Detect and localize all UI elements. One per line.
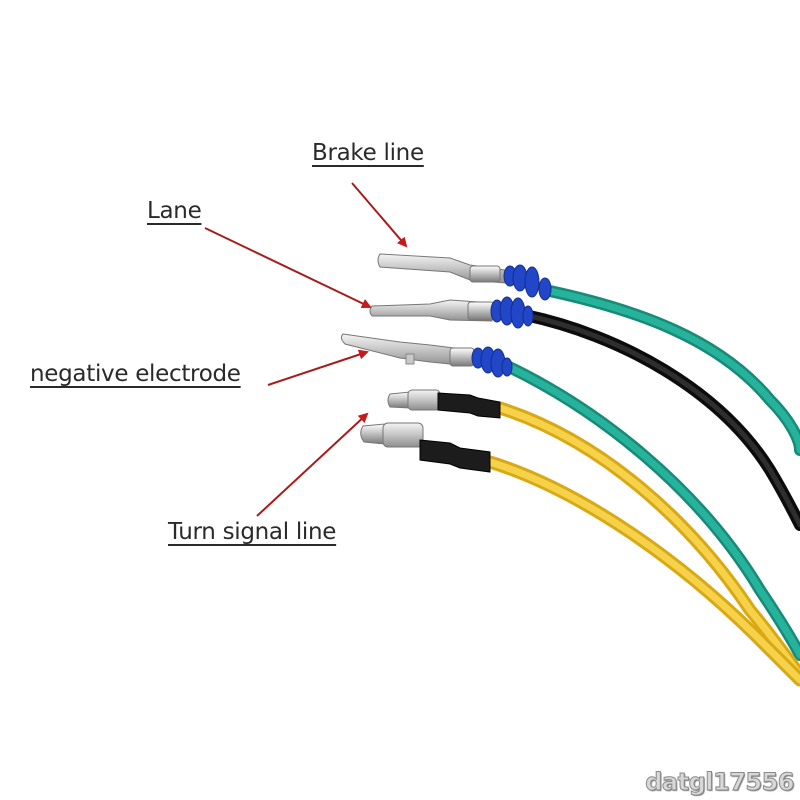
arrow-turn: [256, 412, 369, 517]
heat-shrink: [419, 439, 491, 473]
label-negative-electrode: negative electrode: [30, 361, 241, 387]
blue-seal-icon: [471, 346, 513, 378]
arrow-negative: [267, 349, 369, 386]
terminal-turn-1: [387, 389, 501, 419]
arrow-brake: [351, 182, 408, 248]
heat-shrink: [437, 392, 501, 419]
annotation-arrows: [204, 182, 408, 517]
terminal-lane: [369, 296, 534, 329]
terminal-brake: [377, 253, 552, 301]
terminal-negative: [340, 333, 513, 378]
label-turn-signal-line: Turn signal line: [168, 519, 337, 545]
wires: [483, 284, 800, 687]
label-brake-line: Brake line: [312, 140, 424, 166]
blue-seal-icon: [503, 264, 552, 301]
label-lane: Lane: [147, 198, 202, 224]
arrow-lane: [204, 227, 372, 309]
watermark: datgl17556: [645, 768, 795, 797]
terminal-turn-2: [360, 422, 491, 473]
blue-seal-icon: [490, 296, 534, 329]
